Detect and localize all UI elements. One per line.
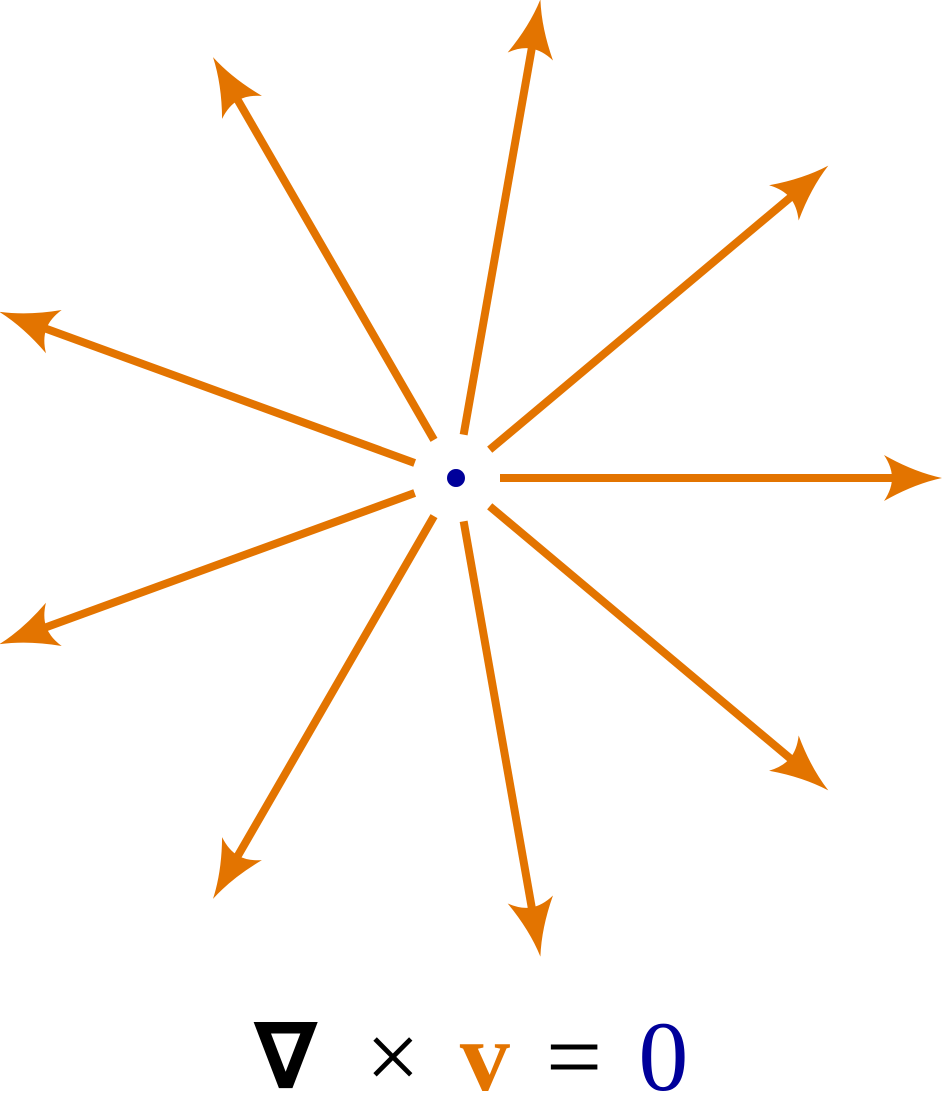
arrow-shaft — [487, 503, 797, 765]
arrowhead — [0, 310, 62, 354]
arrowhead — [769, 165, 829, 221]
equals-sign: = — [545, 1000, 603, 1112]
source-point — [447, 469, 465, 487]
arrow-shaft — [459, 43, 537, 436]
arrowhead — [507, 895, 553, 957]
arrowhead — [884, 455, 942, 501]
field-arrow — [0, 489, 417, 646]
arrowhead — [213, 57, 262, 119]
arrow-shaft — [232, 514, 438, 862]
field-arrow — [487, 503, 829, 791]
field-arrows — [0, 0, 942, 957]
arrowhead — [0, 602, 62, 646]
field-arrow — [487, 165, 829, 453]
arrow-shaft — [487, 191, 797, 453]
arrow-shaft — [40, 489, 417, 633]
field-arrow — [459, 520, 553, 957]
arrowhead — [213, 837, 262, 899]
field-arrow — [213, 514, 438, 899]
arrow-shaft — [232, 94, 438, 442]
velocity-vector: v — [459, 1000, 510, 1112]
arrow-shaft — [459, 520, 537, 913]
zero-result: 0 — [638, 1000, 689, 1112]
nabla-operator: ∇ — [253, 1002, 318, 1110]
field-arrow — [459, 0, 553, 436]
cross-product-symbol: × — [365, 1002, 420, 1110]
field-arrow — [213, 57, 438, 442]
arrow-shaft — [40, 323, 417, 467]
source-field-diagram — [0, 0, 942, 957]
arrowhead — [769, 735, 829, 791]
field-arrow — [500, 455, 942, 501]
curl-equation: ∇ × v = 0 — [0, 1005, 942, 1108]
field-arrow — [0, 310, 417, 467]
arrowhead — [507, 0, 553, 61]
